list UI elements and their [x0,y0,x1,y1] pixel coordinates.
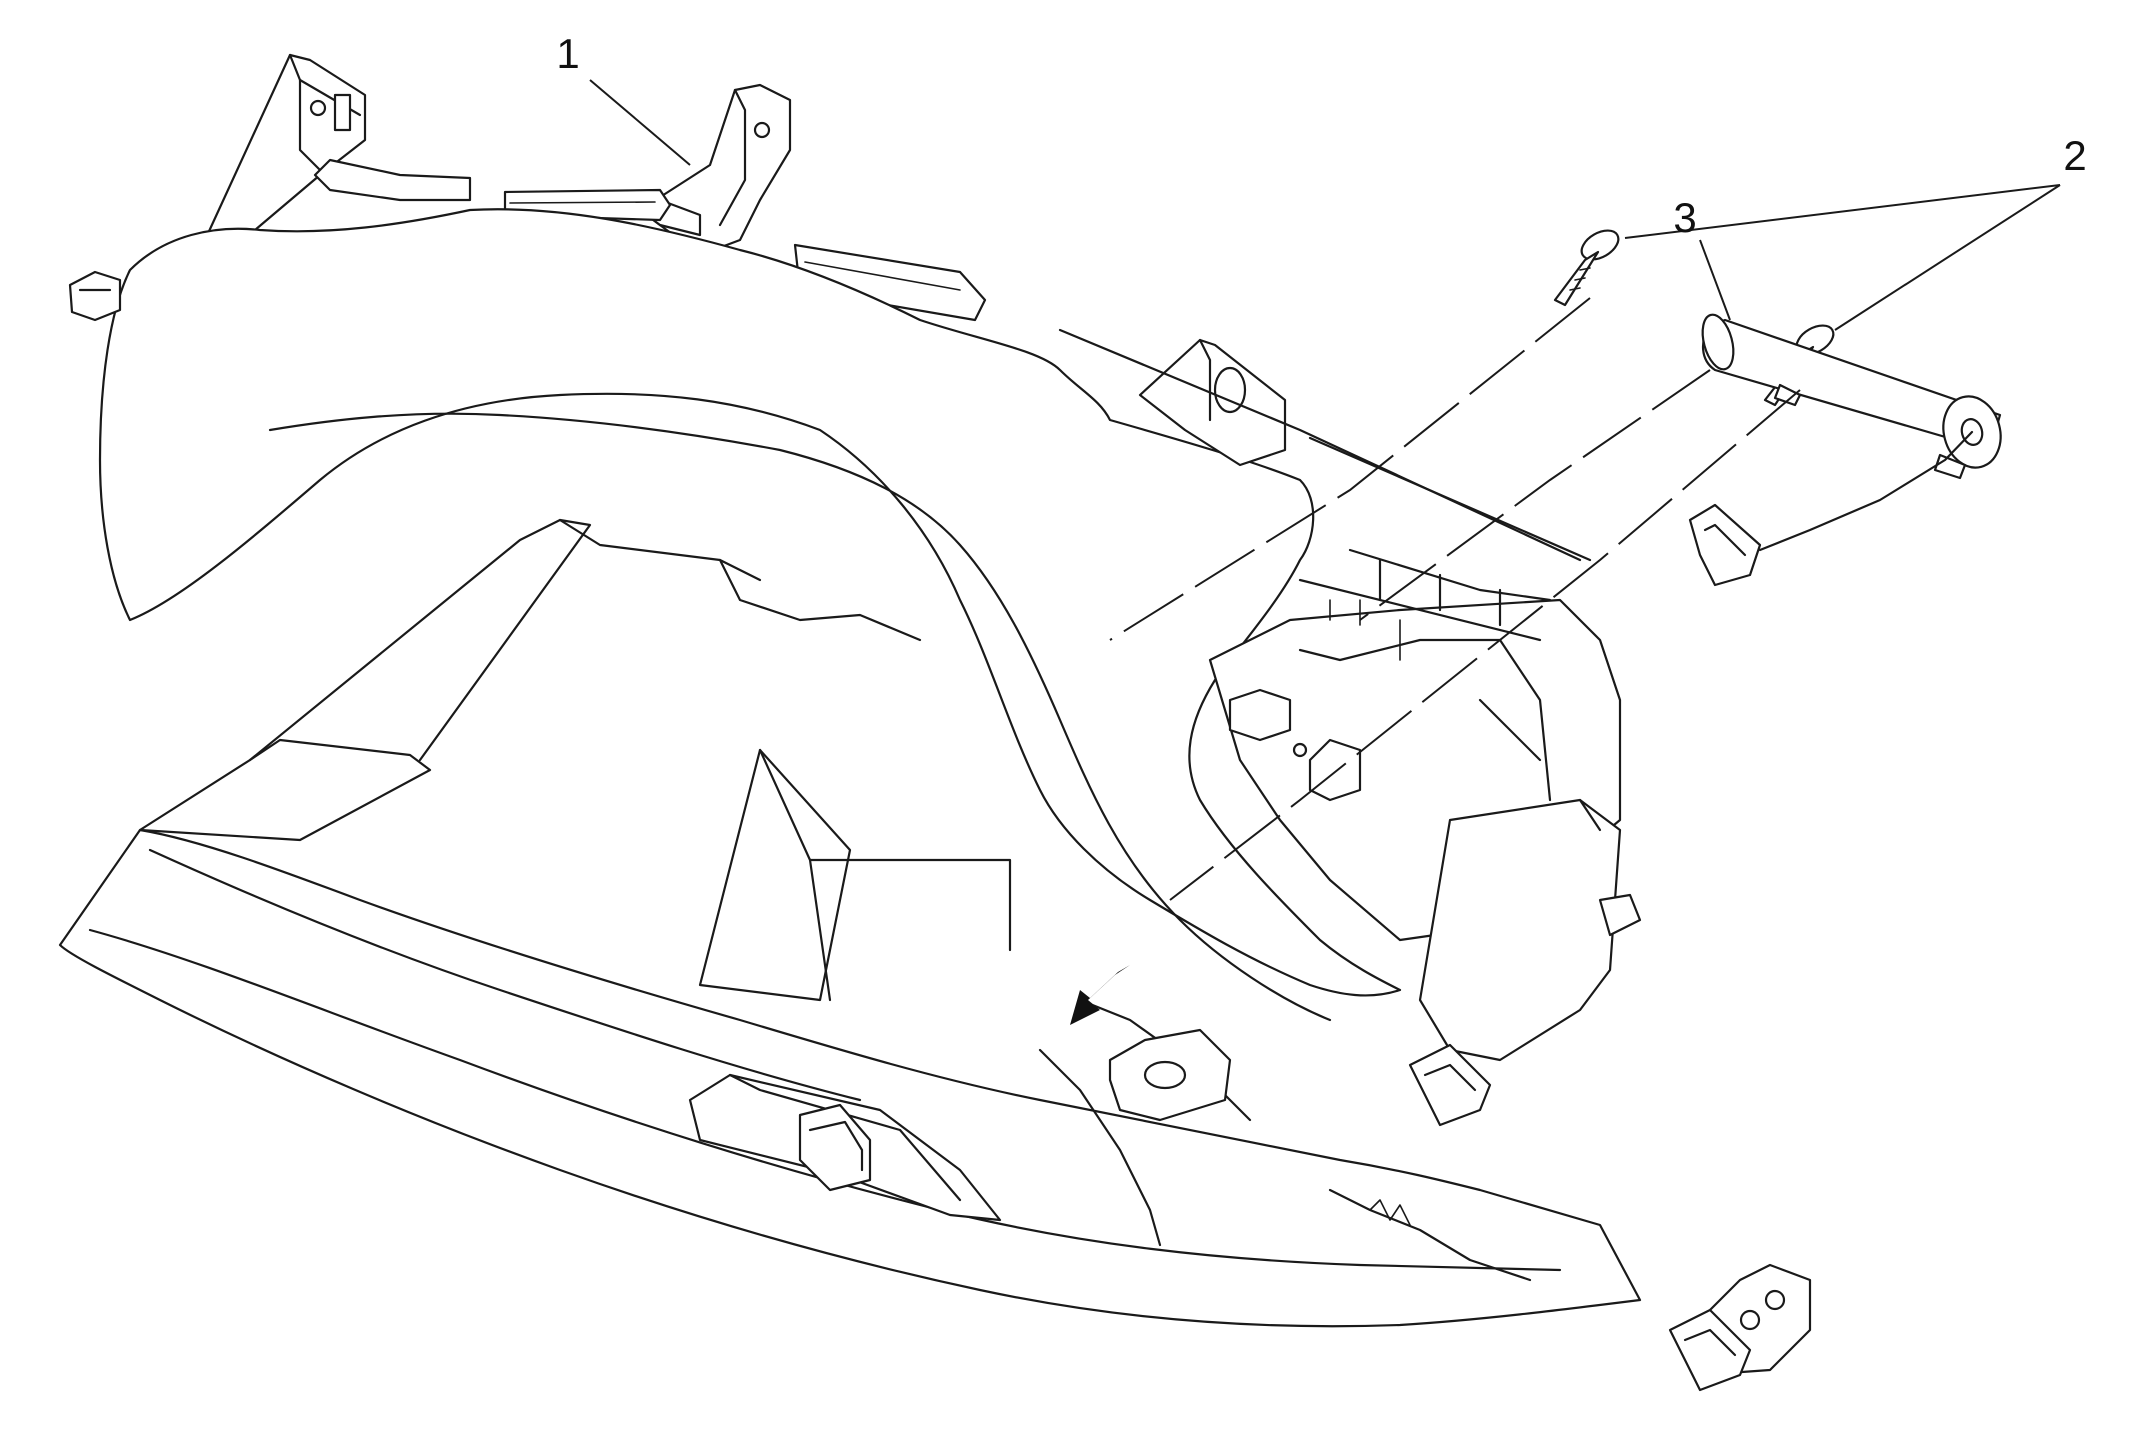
frame-inner-edge [268,412,1332,1022]
right-mounting-bracket [1138,338,1287,467]
left-clip-tab [68,270,122,322]
tub-rim [58,828,1642,1328]
glove-box-tub [58,518,1642,1328]
instrument-panel-frame [68,53,1592,1022]
callout-label-3: 3 [1673,194,1696,241]
callout-3: 3 [1673,194,1731,321]
latch-pocket [688,1073,1002,1222]
frame-outer-body [98,208,1402,997]
frame-clip-1 [1408,1043,1492,1127]
alignment-lines [1109,297,1801,901]
glove-box-damper [1688,313,2002,587]
center-hook [1108,1028,1232,1122]
callout-label-2: 2 [2063,132,2086,179]
latch-button [798,1103,872,1192]
right-side-compartment [1208,548,1642,1062]
arrow-down-left-icon [1070,965,1130,1025]
lower-frame-details [1108,1028,1812,1392]
left-mounting-bracket [203,53,472,242]
callout-1: 1 [556,30,691,166]
callout-2: 2 [1624,132,2087,331]
screw-upper [1553,229,1620,307]
tub-divider [698,748,852,1002]
frame-clip-2 [1668,1308,1752,1392]
callout-label-1: 1 [556,30,579,77]
